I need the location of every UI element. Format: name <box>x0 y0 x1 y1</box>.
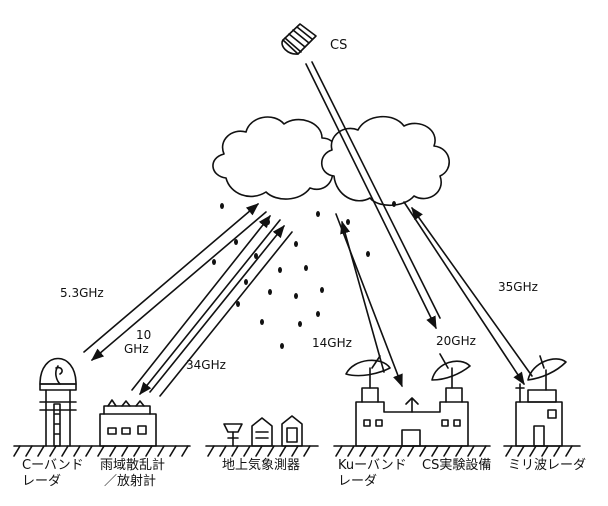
ground-line <box>13 445 581 457</box>
station-cs-facility: CS実験設備 <box>422 458 492 473</box>
cs-link-beam <box>305 61 441 330</box>
rain-drops <box>212 201 396 349</box>
radiometer-beams <box>131 214 293 397</box>
station-rain-scatter-line1: 雨域散乱計 <box>100 458 166 473</box>
freq-radiometer-34: 34GHz <box>186 358 226 372</box>
weather-instruments <box>223 415 303 447</box>
freq-ku-band: 14GHz <box>312 336 352 350</box>
station-ku-band-line1: Kuーバンド <box>338 458 407 473</box>
station-rain-scatter-line2: ／放射計 <box>104 474 157 489</box>
ku-band-beam <box>335 213 403 388</box>
mm-wave-beam <box>403 201 533 386</box>
freq-radiometer-10: 10 <box>136 328 152 342</box>
station-mm-wave: ミリ波レーダ <box>508 458 587 473</box>
station-c-band-line2: レーダ <box>22 474 62 489</box>
satellite-icon <box>281 23 317 55</box>
station-weather-line1: 地上気象測器 <box>222 458 301 473</box>
cloud-right <box>320 115 450 207</box>
station-c-band-line1: Cーバンド <box>22 458 84 473</box>
scatterometer-building <box>99 399 157 447</box>
station-ku-band-line2: レーダ <box>338 474 378 489</box>
freq-cs-link: 20GHz <box>436 334 476 348</box>
ku-band-cs-building <box>345 353 471 447</box>
freq-c-band: 5.3GHz <box>60 286 104 300</box>
mm-wave-radar-building <box>515 355 567 447</box>
freq-mm-wave: 35GHz <box>498 280 538 294</box>
cloud-left <box>212 116 338 200</box>
freq-radiometer-10-unit: GHz <box>124 342 149 356</box>
satellite-label: CS <box>330 38 348 53</box>
c-band-radar-tower <box>39 357 77 447</box>
c-band-beam <box>83 203 267 361</box>
